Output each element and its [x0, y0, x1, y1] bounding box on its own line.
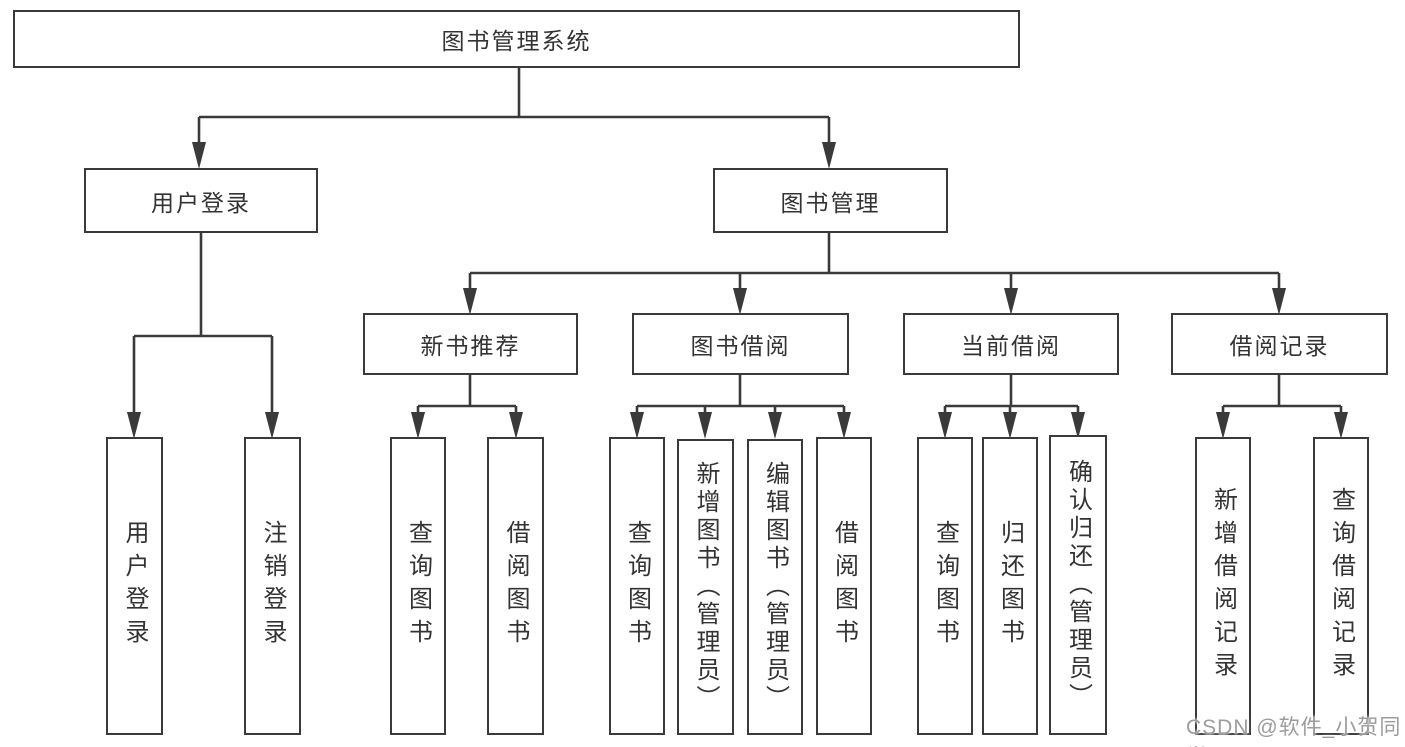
node-borrowing-records: 借阅记录 [1171, 313, 1388, 375]
leaf-query-borrow-record: 查询借阅记录 [1313, 437, 1369, 735]
arrowheads [127, 142, 1348, 439]
node-library-management-system: 图书管理系统 [13, 10, 1020, 68]
node-book-management: 图书管理 [713, 168, 948, 233]
leaf-add-borrow-record: 新增借阅记录 [1195, 437, 1251, 735]
node-book-borrowing: 图书借阅 [632, 313, 849, 375]
csdn-watermark: CSDN @软件_小贺同学 [1186, 716, 1402, 747]
connector-lines [132, 68, 1343, 433]
leaf-logout: 注销登录 [244, 437, 301, 735]
node-new-book-recommendation: 新书推荐 [363, 313, 578, 375]
leaf-borrow-books-recommend: 借阅图书 [487, 437, 544, 735]
leaf-user-login: 用户登录 [106, 437, 163, 735]
leaf-borrow-books: 借阅图书 [816, 437, 872, 735]
leaf-confirm-return-admin: 确认归还（管理员） [1049, 435, 1107, 735]
leaf-query-books-borrow: 查询图书 [609, 437, 665, 735]
leaf-query-books-recommend: 查询图书 [390, 437, 446, 735]
leaf-add-books-admin: 新增图书（管理员） [677, 439, 734, 735]
leaf-edit-books-admin: 编辑图书（管理员） [747, 439, 803, 735]
leaf-return-books: 归还图书 [982, 437, 1038, 735]
node-current-borrowing: 当前借阅 [903, 313, 1119, 375]
node-user-login: 用户登录 [84, 168, 318, 233]
leaf-query-books-current: 查询图书 [917, 437, 973, 735]
